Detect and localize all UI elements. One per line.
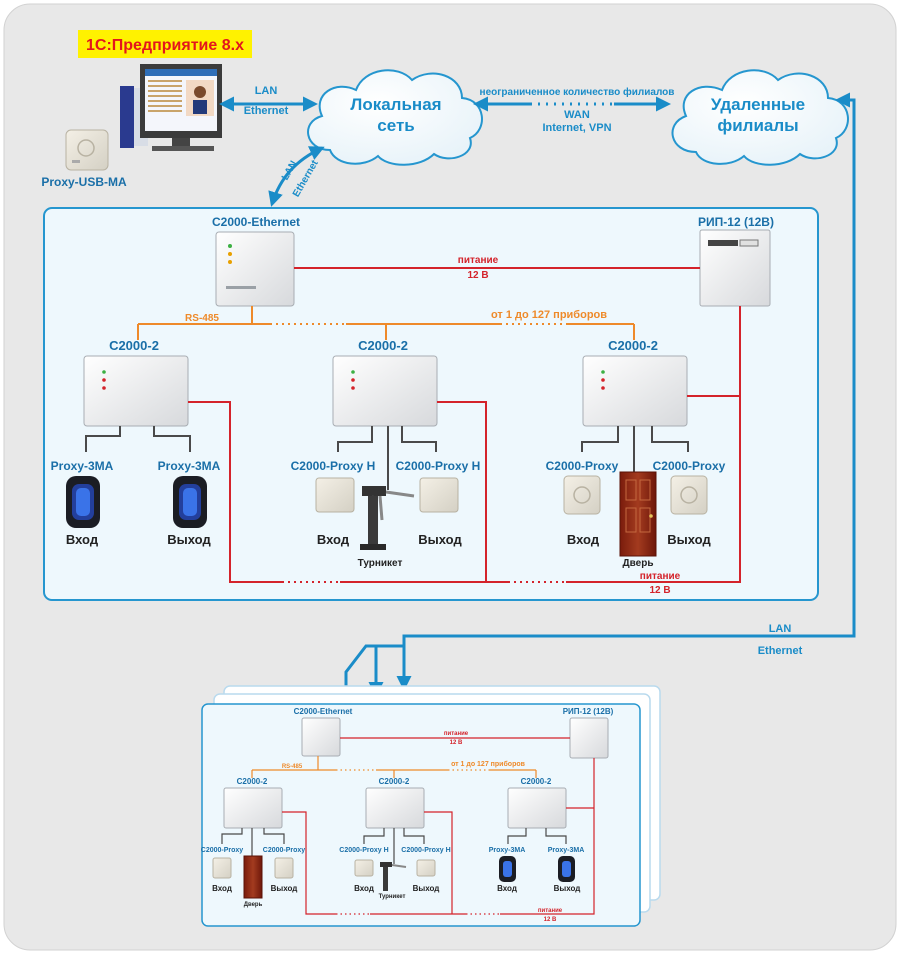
branch-reader-label-3: С2000-Proxy H xyxy=(339,847,388,854)
wan-label-1: WAN xyxy=(564,109,590,121)
branch-controller-label-2: С2000-2 xyxy=(379,777,410,786)
branch-proxy3ma-reader-1 xyxy=(499,856,516,882)
main-reader-label-1: Proxy-3МА xyxy=(51,459,114,473)
branch-rs485-label: RS-485 xyxy=(282,764,303,770)
main-reader-label-3: С2000-Proxy H xyxy=(291,459,376,473)
remote-branches-line-2: филиалы xyxy=(717,116,798,135)
main-direction-2: Выход xyxy=(167,532,211,547)
main-reader-label-6: С2000-Proxy xyxy=(653,459,726,473)
remote-branches-line-1: Удаленные xyxy=(711,95,805,114)
branch-direction-5: Вход xyxy=(497,884,517,893)
branch-power-top-2: 12 В xyxy=(450,740,463,746)
wan-label-2: Internet, VPN xyxy=(542,122,611,134)
main-controller-2 xyxy=(332,355,438,427)
branch-controller-label-1: С2000-2 xyxy=(237,777,268,786)
branch-reader-label-2: С2000-Proxy xyxy=(263,847,306,854)
branch-controller-label-3: С2000-2 xyxy=(521,777,552,786)
main-proxyh-reader-1 xyxy=(315,477,355,513)
main-devices-count: от 1 до 127 приборов xyxy=(491,309,607,321)
main-power-top-1: питание xyxy=(458,255,499,266)
branch-direction-2: Выход xyxy=(271,884,298,893)
main-proxy3ma-reader-2 xyxy=(173,476,207,528)
main-proxy-reader-1 xyxy=(563,475,601,515)
branch-reader-label-4: С2000-Proxy H xyxy=(401,847,450,854)
main-direction-3: Вход xyxy=(317,532,350,547)
branch-turnstile-icon xyxy=(380,862,407,891)
branch-psu-label: РИП-12 (12В) xyxy=(563,707,614,716)
branch-controller-1 xyxy=(223,787,283,829)
branch-reader-label-1: С2000-Proxy xyxy=(201,847,244,854)
branch-door-label: Дверь xyxy=(244,902,263,908)
main-controller-label-1: С2000-2 xyxy=(109,338,159,353)
branch-power-top-1: питание xyxy=(444,731,469,737)
main-direction-6: Выход xyxy=(667,532,711,547)
main-controller-1 xyxy=(83,355,189,427)
main-proxy-reader-2 xyxy=(670,475,708,515)
main-ethernet-device xyxy=(215,231,295,307)
lan-vertical-link xyxy=(268,146,325,207)
branch-direction-1: Вход xyxy=(212,884,232,893)
branch-power-bottom-2: 12 В xyxy=(544,917,557,923)
branch-rs485-bus xyxy=(251,756,537,778)
branch-direction-4: Выход xyxy=(413,884,440,893)
lan-link-label-2: Ethernet xyxy=(244,105,289,117)
main-reader-label-4: С2000-Proxy H xyxy=(396,459,481,473)
branch-direction-6: Выход xyxy=(554,884,581,893)
branch-psu-device xyxy=(569,717,609,759)
usb-reader-label: Proxy-USB-MA xyxy=(41,175,127,189)
workstation-icon xyxy=(120,64,222,151)
branch-reader-wiring xyxy=(221,828,567,864)
main-controller-label-2: С2000-2 xyxy=(358,338,408,353)
main-power-bottom-2: 12 В xyxy=(649,585,670,596)
main-power-bottom-1: питание xyxy=(640,571,681,582)
main-door-label: Дверь xyxy=(623,558,654,569)
main-controller-label-3: С2000-2 xyxy=(608,338,658,353)
software-badge xyxy=(78,30,252,58)
branch-ethernet-device xyxy=(301,717,341,757)
main-reader-label-5: С2000-Proxy xyxy=(546,459,619,473)
branch-reader-label-5: Proxy-3МА xyxy=(489,847,526,854)
branch-door-icon xyxy=(243,855,263,899)
main-psu-label: РИП-12 (12В) xyxy=(698,215,774,229)
branch-direction-3: Вход xyxy=(354,884,374,893)
local-network-line-1: Локальная xyxy=(350,95,441,114)
branch-proxyh-reader-2 xyxy=(416,859,436,877)
lan-link-label-1: LAN xyxy=(255,85,278,97)
main-door-icon xyxy=(619,471,657,557)
branch-proxyh-reader-1 xyxy=(354,859,374,877)
branch-controller-3 xyxy=(507,787,567,829)
main-psu-device xyxy=(699,229,771,307)
usb-reader-icon xyxy=(65,129,109,171)
main-rs485-label: RS-485 xyxy=(185,313,219,324)
local-network-line-2: сеть xyxy=(377,116,414,135)
main-turnstile-label: Турникет xyxy=(358,558,403,569)
main-controller-3 xyxy=(582,355,688,427)
main-reader-label-2: Proxy-3МА xyxy=(158,459,221,473)
branch-reader-label-6: Proxy-3МА xyxy=(548,847,585,854)
branch-turnstile-label: Турникет xyxy=(379,894,406,900)
main-direction-1: Вход xyxy=(66,532,99,547)
branch-proxy3ma-reader-2 xyxy=(558,856,575,882)
branch-devices-count: от 1 до 127 приборов xyxy=(451,760,526,768)
wan-caption: неограниченное количество филиалов xyxy=(480,86,675,98)
branch-controller-2 xyxy=(365,787,425,829)
branch-ethernet-label: С2000-Ethernet xyxy=(294,707,353,716)
main-power-top-2: 12 В xyxy=(467,270,488,281)
software-label: 1С:Предприятие 8.x xyxy=(86,37,244,54)
branch-lan-label-1: LAN xyxy=(769,623,792,635)
main-proxyh-reader-2 xyxy=(419,477,459,513)
branch-power-bottom-1: питание xyxy=(538,908,563,914)
main-proxy3ma-reader-1 xyxy=(66,476,100,528)
branch-proxy-reader-1 xyxy=(212,857,232,879)
branch-lan-label-2: Ethernet xyxy=(758,645,803,657)
branch-proxy-reader-2 xyxy=(274,857,294,879)
main-direction-5: Вход xyxy=(567,532,600,547)
main-direction-4: Выход xyxy=(418,532,462,547)
branch-power-line-bottom xyxy=(282,758,595,915)
main-ethernet-label: С2000-Ethernet xyxy=(212,215,300,229)
